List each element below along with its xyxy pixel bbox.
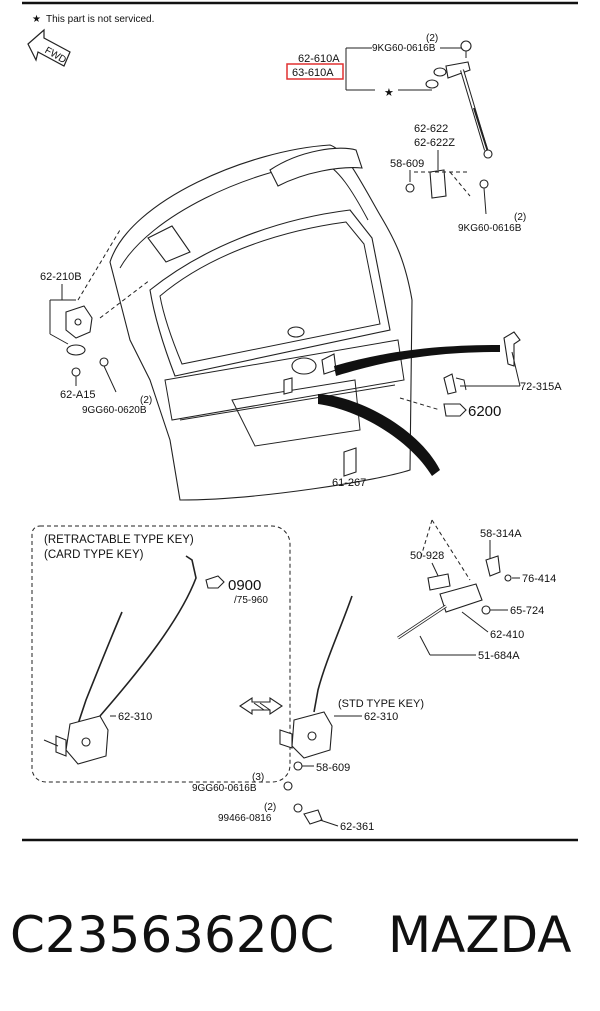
label-75-960: /75-960 [234, 595, 268, 606]
assembly-icon [205, 575, 225, 589]
label-65-724: 65-724 [510, 605, 544, 617]
label-9KG60-0616B-mid: 9KG60-0616B [458, 223, 522, 234]
double-arrow-icon [239, 696, 283, 716]
star-icon: ★ [32, 14, 41, 25]
footer-part-number: C23563620C [10, 906, 334, 964]
label-62-361: 62-361 [340, 821, 374, 833]
label-58-314A: 58-314A [480, 528, 522, 540]
label-62-622: 62-622 [414, 123, 448, 135]
qty-top: (2) [426, 33, 438, 44]
fwd-arrow-icon: FWD [27, 28, 71, 67]
label-62-610A: 62-610A [298, 53, 340, 65]
star-icon: ★ [384, 87, 394, 99]
label-62-A15: 62-A15 [60, 389, 95, 401]
label-9GG60-0620B: 9GG60-0620B [82, 405, 147, 416]
label-58-609-top: 58-609 [390, 158, 424, 170]
label-6200: 6200 [468, 403, 501, 420]
label-9KG60-0616B-top: 9KG60-0616B [372, 43, 436, 54]
footer-brand: MAZDA [388, 906, 571, 964]
lock-cylinder-group: 58-314A 50-928 76-414 65-724 62-410 51-6… [397, 519, 556, 662]
liftgate-body [77, 144, 413, 501]
label-62-210B: 62-210B [40, 271, 82, 283]
arrow-61-267 [318, 394, 440, 476]
qty-mid: (2) [514, 212, 526, 223]
label-9GG60-0616B: 9GG60-0616B [192, 783, 257, 794]
assembly-icon [443, 403, 467, 417]
label-std-title: (STD TYPE KEY) [338, 698, 424, 710]
label-62-310-left: 62-310 [118, 711, 152, 723]
label-50-928: 50-928 [410, 550, 444, 562]
notice-text: This part is not serviced. [46, 14, 154, 25]
highlight-box [286, 63, 344, 80]
label-62-622Z: 62-622Z [414, 137, 455, 149]
label-72-315A: 72-315A [520, 381, 562, 393]
arrow-72-315A [334, 345, 500, 376]
gas-strut-group: 62-610A 63-610A (2) 9KG60-0616B ★ 62-622… [286, 33, 526, 234]
hinge-group: 62-210B 62-A15 (2) 9GG60-0620B [40, 271, 152, 416]
qty-0620: (2) [140, 395, 152, 406]
label-0900: 0900 [228, 577, 261, 594]
label-51-684A: 51-684A [478, 650, 520, 662]
label-62-310-right: 62-310 [364, 711, 398, 723]
label-76-414: 76-414 [522, 573, 556, 585]
retractable-key-box: (RETRACTABLE TYPE KEY) (CARD TYPE KEY) 0… [31, 525, 291, 783]
qty-3: (3) [252, 772, 264, 783]
label-99466-0816: 99466-0816 [218, 813, 272, 824]
label-63-610A: 63-610A [292, 67, 334, 79]
label-card-title: (CARD TYPE KEY) [44, 549, 144, 561]
label-retractable-title: (RETRACTABLE TYPE KEY) [44, 534, 194, 546]
label-58-609-bottom: 58-609 [316, 762, 350, 774]
std-latch-group: (STD TYPE KEY) 62-310 58-609 (3) 9GG60-0… [192, 595, 424, 833]
label-61-267: 61-267 [332, 477, 366, 489]
qty-99466: (2) [264, 802, 276, 813]
right-labels: 72-315A 6200 61-267 [332, 331, 562, 489]
label-62-410: 62-410 [490, 629, 524, 641]
